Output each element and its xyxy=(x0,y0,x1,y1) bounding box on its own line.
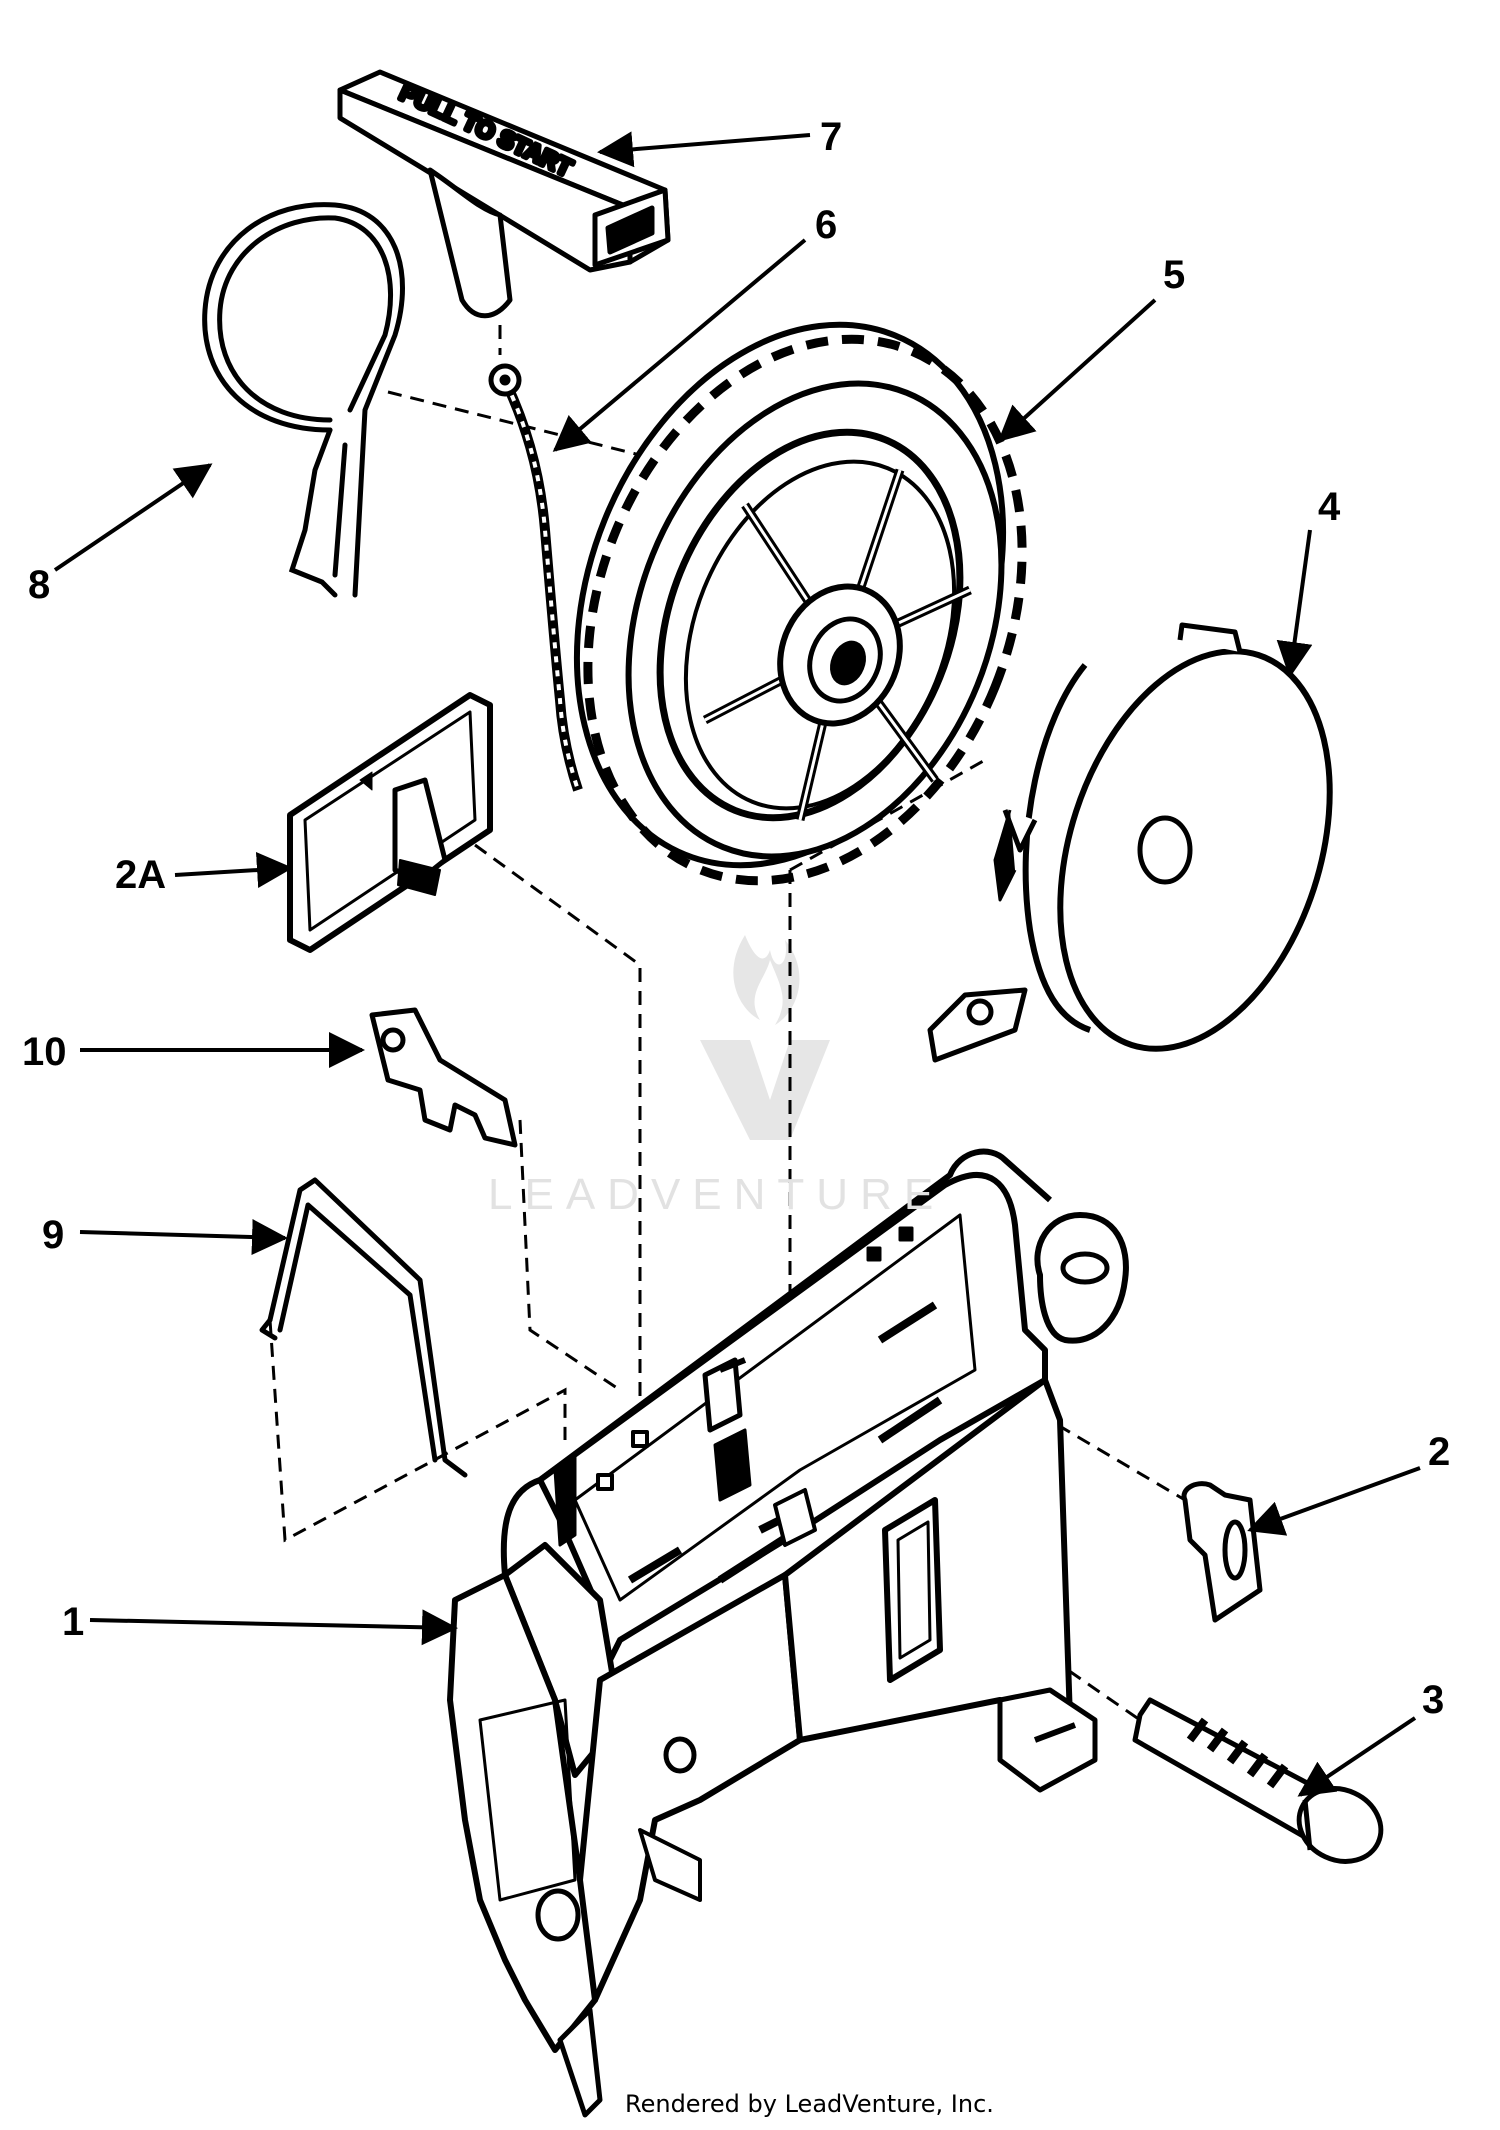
spring-cover-part-4 xyxy=(927,622,1333,1063)
leader-2 xyxy=(1247,1466,1421,1536)
pulley-gear-part-5 xyxy=(573,321,1027,886)
part-label-2: 2 xyxy=(1428,1430,1451,1474)
part-label-2a: 2A xyxy=(115,853,167,897)
leader-lines xyxy=(53,131,1421,1797)
leader-9 xyxy=(79,1219,288,1256)
leader-6 xyxy=(552,238,807,452)
part-label-10: 10 xyxy=(22,1030,67,1074)
part-label-5: 5 xyxy=(1163,253,1186,297)
leader-3 xyxy=(1297,1716,1417,1797)
starter-bracket-part-1 xyxy=(447,1148,1129,2118)
leader-5 xyxy=(997,298,1157,443)
leader-2a xyxy=(174,852,293,888)
leader-4 xyxy=(1276,529,1313,678)
part-label-7: 7 xyxy=(820,115,843,159)
leader-1 xyxy=(89,1609,458,1646)
part-label-9: 9 xyxy=(42,1213,65,1257)
wire-spring-part-9 xyxy=(259,1177,468,1478)
part-label-6: 6 xyxy=(815,203,838,247)
part-label-1: 1 xyxy=(62,1600,85,1644)
watermark-logo-icon xyxy=(700,935,830,1140)
pawl-plate-part-2a xyxy=(287,692,493,953)
screw-part-3 xyxy=(1132,1697,1384,1864)
starter-rope-part-6 xyxy=(488,363,583,792)
leader-7 xyxy=(597,131,811,168)
part-label-8: 8 xyxy=(28,563,51,607)
credit-text: Rendered by LeadVenture, Inc. xyxy=(625,2090,994,2118)
wire-spring-part-8 xyxy=(202,202,405,598)
part-label-4: 4 xyxy=(1318,485,1341,529)
part-label-3: 3 xyxy=(1422,1678,1445,1722)
watermark-text: LEADVENTURE xyxy=(488,1170,946,1219)
leader-8 xyxy=(53,463,213,572)
key-part-10 xyxy=(369,1007,518,1148)
pawl-part-2 xyxy=(1181,1481,1263,1623)
